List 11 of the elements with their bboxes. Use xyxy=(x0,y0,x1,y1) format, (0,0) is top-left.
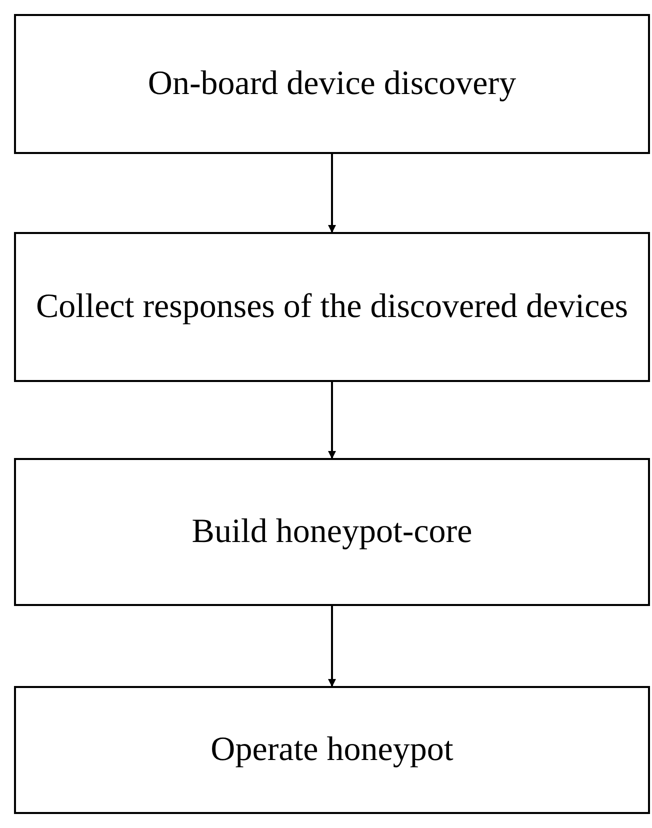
process-box xyxy=(14,14,650,154)
arrow xyxy=(328,154,336,233)
process-box xyxy=(14,458,650,606)
step-label: On-board device discovery xyxy=(146,64,518,104)
process-box xyxy=(14,686,650,814)
process-box xyxy=(14,232,650,382)
arrow xyxy=(328,382,336,459)
step-label: Collect responses of the discovered devices xyxy=(35,286,629,327)
step-label: Build honeypot-core xyxy=(190,512,474,552)
arrow xyxy=(328,606,336,687)
step-label: Operate honeypot xyxy=(210,730,454,770)
